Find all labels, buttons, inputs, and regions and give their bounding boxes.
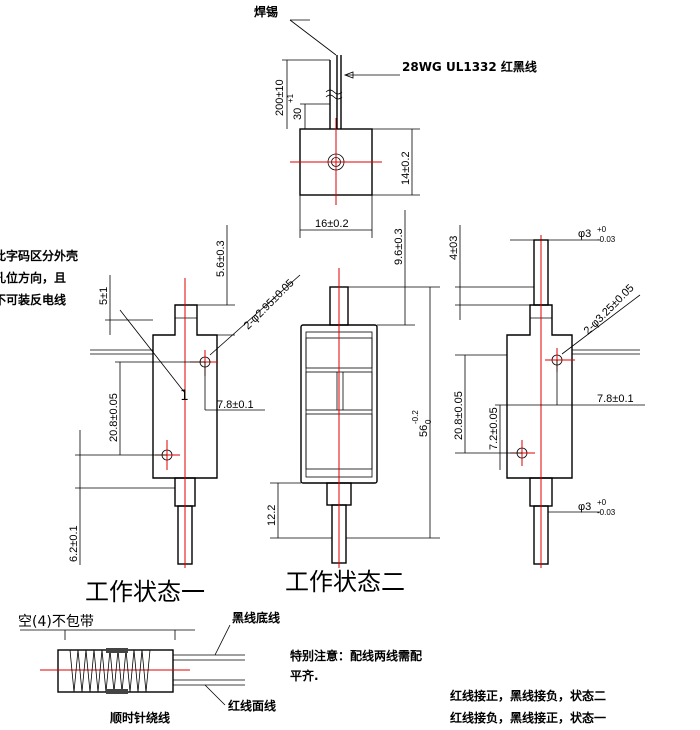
top-view: 焊锡 28WG UL1332 红黑线 200±10 30 +1 14±0.2 1…	[254, 4, 537, 238]
dim-3-25: 2-φ3.25±0.05	[582, 282, 637, 337]
winding-diagram: 空(4)不包带 黑线底线 红线面线 顺时针绕线	[18, 610, 280, 725]
dim-56-sub: 0	[424, 419, 433, 424]
dim-phi3-top: φ3	[578, 228, 591, 240]
clockwise-label: 顺时针绕线	[110, 710, 170, 725]
red-top-label: 红线面线	[228, 698, 276, 713]
middle-view: 9.6±0.3 56 -0.2 0 12.2	[266, 210, 440, 568]
dim-phi3-bottom-tol2: -0.03	[597, 508, 616, 517]
note-line-3: 不可装反电线	[0, 292, 66, 307]
dim-7-8: 7.8±0.1	[217, 399, 254, 411]
dim-56: 56	[418, 425, 430, 437]
dim-7-8-right: 7.8±0.1	[597, 393, 634, 405]
black-bottom-label: 黑线底线	[232, 610, 280, 625]
right-view: 4±03 20.8±0.05 7.2±0.05 7.8±0.1 φ3 +0 -0…	[448, 225, 645, 568]
dim-12-2: 12.2	[266, 505, 278, 526]
mark-1: 1	[180, 388, 189, 404]
wire-spec-label: 28WG UL1332 红黑线	[402, 59, 537, 74]
dim-phi3-bottom-tol: +0	[597, 498, 607, 507]
dim-20-8: 20.8±0.05	[108, 393, 120, 442]
dim-phi3-top-tol2: -0.03	[597, 235, 616, 244]
dim-30: 30	[292, 108, 304, 120]
dim-phi3-top-tol: +0	[597, 225, 607, 234]
state-2-title: 工作状态二	[285, 568, 405, 596]
note-line-2: 孔位方向，且	[0, 270, 66, 285]
dim-30-tol: +1	[286, 93, 295, 103]
dim-6-2: 6.2±0.1	[68, 525, 80, 562]
rule-state-1: 红线接负，黑线接正，状态一	[450, 710, 606, 725]
dim-4: 4±03	[448, 236, 460, 260]
dim-20-8-right: 20.8±0.05	[453, 391, 465, 440]
dim-phi3-bottom: φ3	[578, 501, 591, 513]
dim-200: 200±10	[274, 79, 286, 116]
state-1-title: 工作状态一	[85, 578, 205, 606]
dim-7-2: 7.2±0.05	[488, 407, 500, 450]
dim-9-6: 9.6±0.3	[393, 228, 405, 265]
dim-16: 16±0.2	[315, 218, 349, 230]
special-note-2: 平齐.	[290, 668, 319, 683]
dim-2-95: 2-φ2.95±0.05	[242, 277, 297, 332]
solder-label: 焊锡	[254, 4, 278, 19]
dim-56-tol: -0.2	[411, 410, 420, 424]
dim-5-6: 5.6±0.3	[215, 240, 227, 277]
rule-state-2: 红线接正，黑线接负，状态二	[450, 688, 606, 703]
left-view: 此字码区分外壳 孔位方向，且 不可装反电线 5.6±0.3 5±1 2-φ2.9…	[0, 225, 301, 568]
dim-14: 14±0.2	[400, 151, 412, 185]
dim-5: 5±1	[98, 287, 110, 305]
special-note-1: 特别注意：配线两线需配	[290, 648, 422, 663]
note-line-1: 此字码区分外壳	[0, 248, 78, 263]
empty-label: 空(4)不包带	[18, 614, 94, 630]
